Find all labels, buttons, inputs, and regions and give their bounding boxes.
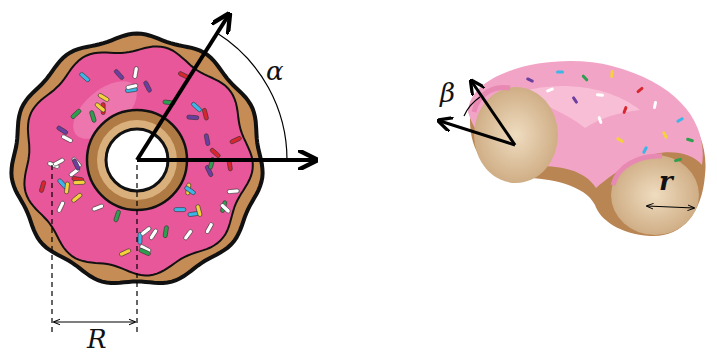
sprinkle	[571, 96, 578, 104]
sprinkle	[70, 108, 82, 119]
sprinkle	[143, 80, 152, 93]
sprinkle	[94, 102, 106, 113]
sprinkle	[64, 182, 69, 194]
sprinkle	[56, 201, 65, 214]
sprinkle	[73, 180, 85, 184]
sprinkle	[662, 131, 668, 139]
sprinkle	[113, 210, 121, 223]
sprinkle	[195, 204, 202, 217]
sprinkle	[174, 208, 186, 212]
sprinkle	[133, 66, 139, 79]
sprinkle	[674, 158, 683, 163]
sprinkle	[184, 185, 196, 195]
sprinkle	[140, 226, 152, 237]
sprinkle	[79, 72, 91, 83]
sprinkle	[205, 222, 214, 234]
sprinkle	[597, 116, 602, 125]
sprinkle	[227, 189, 239, 194]
sprinkle	[113, 69, 124, 81]
sprinkle	[191, 101, 203, 112]
sprinkle	[676, 117, 684, 124]
sprinkle	[556, 71, 564, 74]
sprinkle	[622, 106, 628, 115]
angle-arc	[217, 33, 287, 160]
angle-arc	[464, 97, 480, 116]
sprinkle	[526, 77, 535, 83]
sprinkle	[220, 203, 232, 214]
sprinkle	[71, 192, 83, 203]
radius-label: R	[87, 326, 107, 352]
sprinkle	[642, 146, 648, 154]
sprinkle	[616, 137, 624, 144]
sprinkle	[72, 158, 81, 171]
sprinkle	[163, 225, 169, 237]
sprinkle	[686, 137, 695, 142]
sprinkle	[636, 86, 644, 93]
angle-label: α	[266, 58, 284, 84]
sprinkle	[596, 93, 604, 97]
icing-edge	[613, 156, 662, 185]
sprinkle	[56, 125, 68, 135]
sprinkle	[183, 229, 193, 241]
sprinkle	[89, 110, 96, 123]
angle-arrow	[472, 82, 515, 145]
angle-label: β	[440, 80, 455, 106]
angle-arrow	[137, 16, 228, 160]
sprinkle	[546, 87, 555, 93]
sprinkle	[126, 83, 139, 90]
dimension-guide	[136, 165, 137, 332]
sprinkle	[97, 93, 109, 103]
sprinkle	[581, 74, 589, 82]
sprinkle	[610, 70, 614, 78]
sprinkle	[61, 134, 73, 143]
sprinkle	[187, 115, 199, 120]
sprinkle	[138, 248, 151, 257]
cross-section	[611, 155, 699, 235]
sprinkle	[653, 101, 658, 109]
sprinkle	[209, 147, 221, 158]
sprinkle	[92, 204, 105, 212]
angle-arrow	[440, 121, 515, 145]
sprinkle	[39, 180, 46, 193]
radius-label: r	[659, 168, 673, 194]
dimension-guide	[51, 165, 52, 332]
sprinkle	[53, 157, 65, 166]
sprinkle	[119, 248, 132, 257]
sprinkle	[202, 108, 209, 121]
sprinkle	[204, 133, 210, 146]
dimension-line	[54, 321, 135, 322]
dimension-line	[647, 206, 694, 208]
bitten-donut	[468, 61, 706, 236]
sprinkle	[229, 136, 242, 145]
